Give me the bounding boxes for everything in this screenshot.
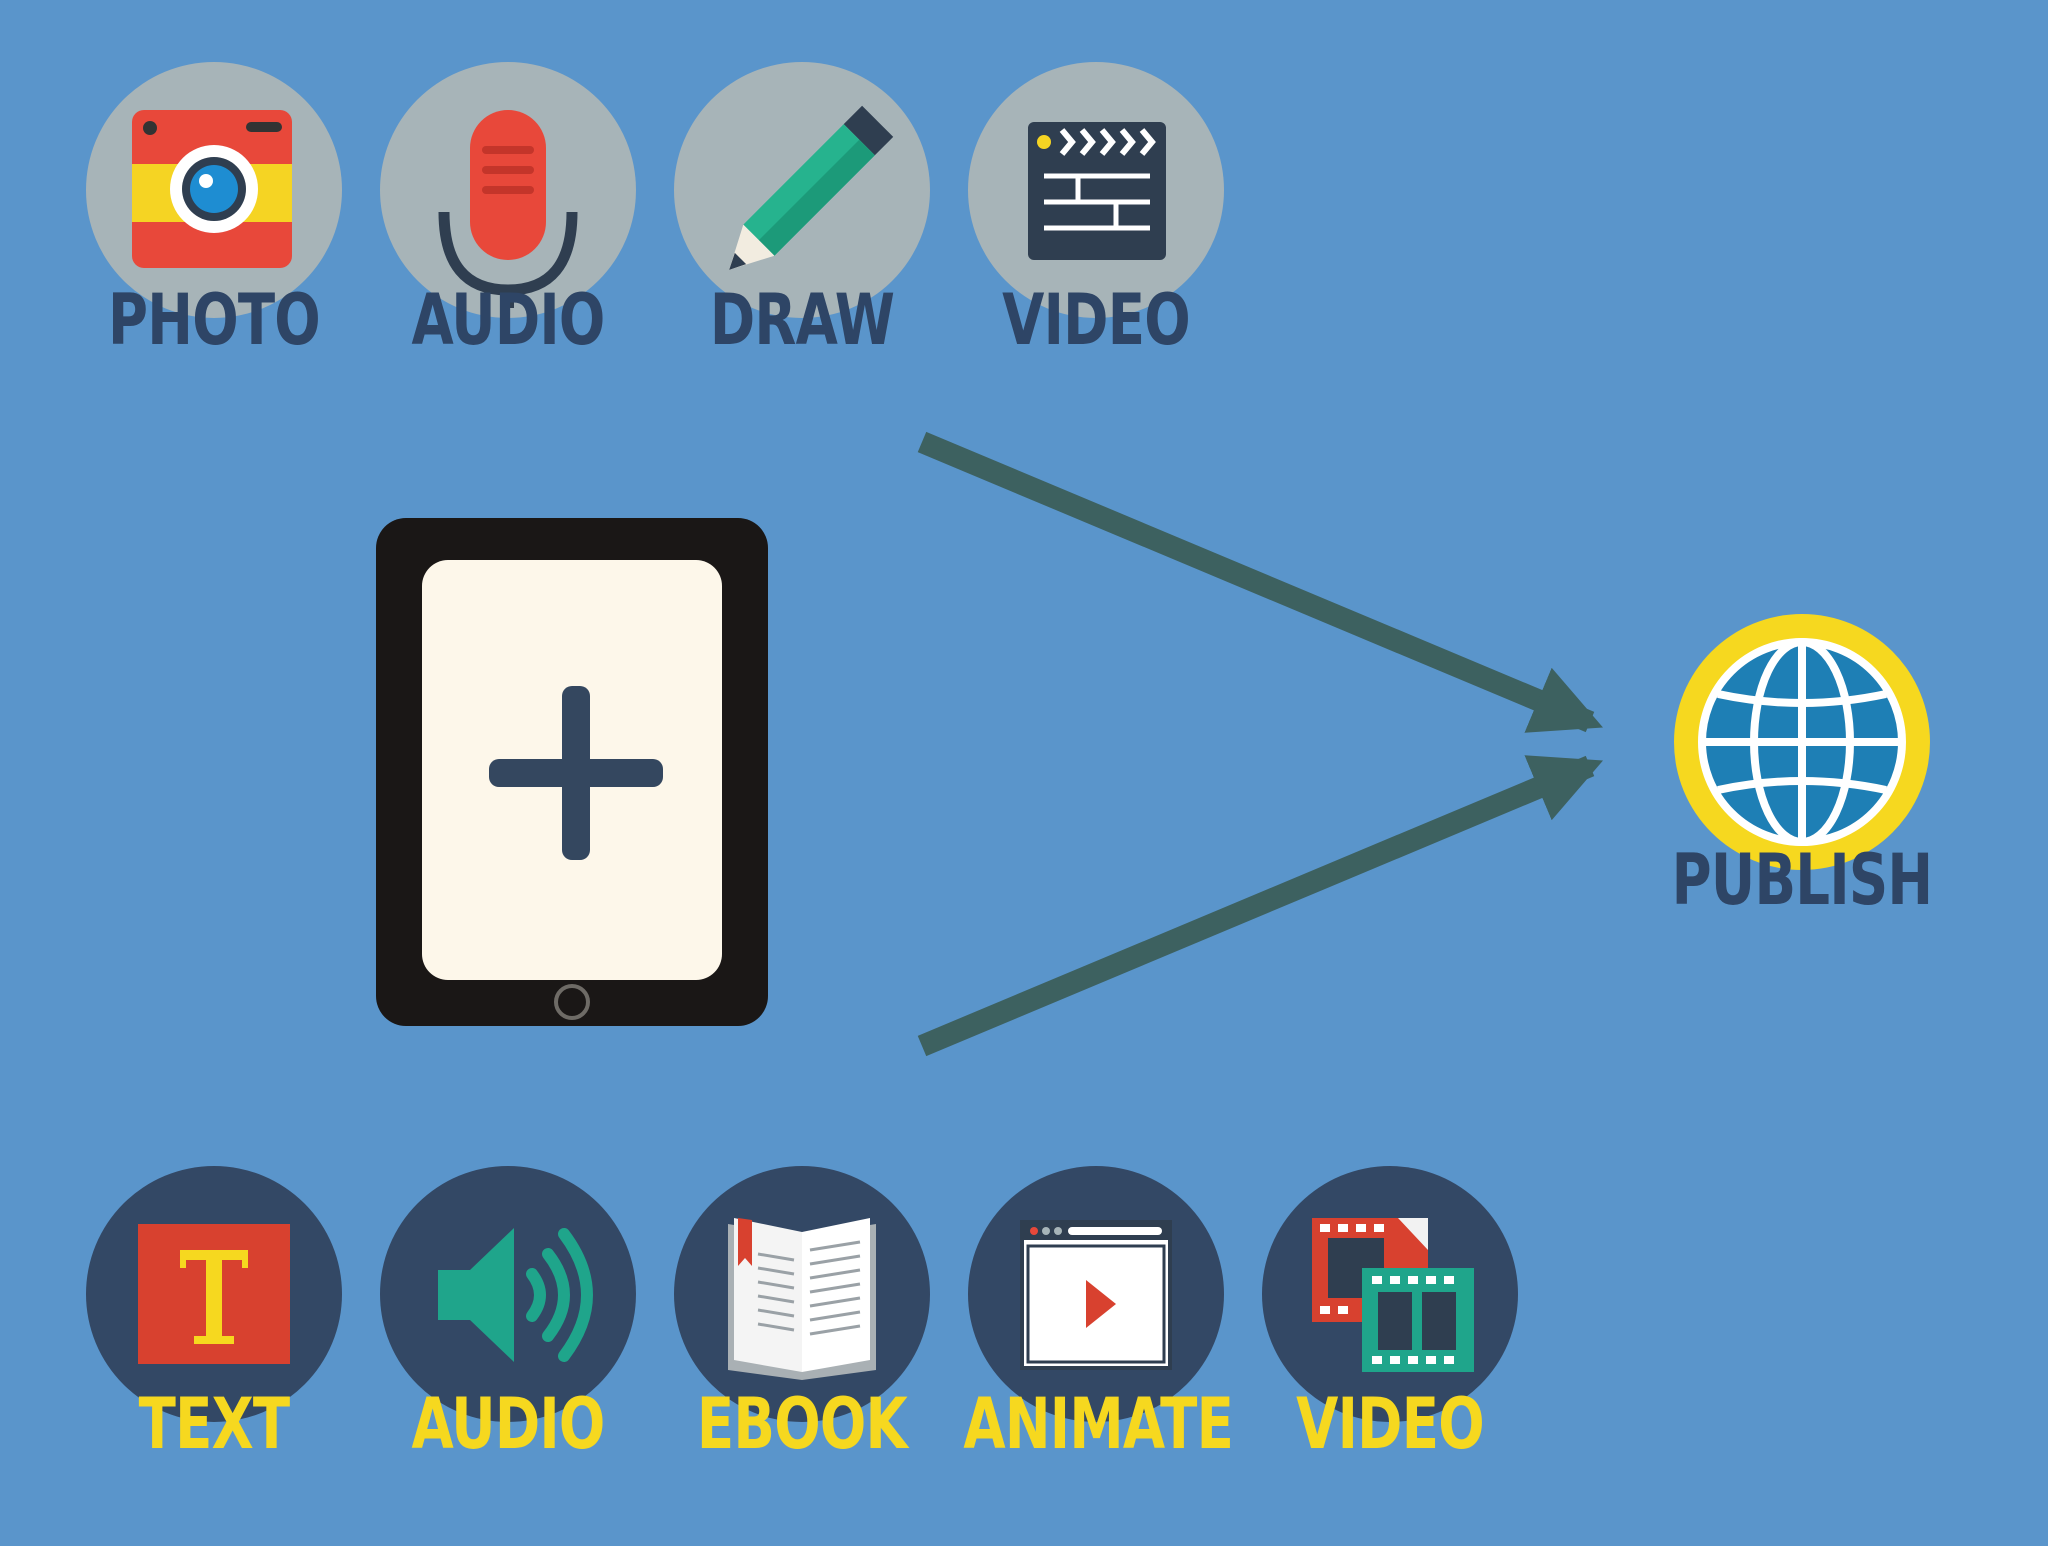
output-audio[interactable]: AUDIO (378, 1166, 638, 1546)
input-audio[interactable]: AUDIO (378, 62, 638, 442)
camera-icon (132, 110, 292, 268)
output-label: ANIMATE (963, 1383, 1234, 1465)
publish-label: PUBLISH (1671, 839, 1933, 921)
input-photo[interactable]: PHOTO (84, 62, 344, 442)
input-draw[interactable]: DRAW (672, 62, 932, 442)
microphone-icon (438, 110, 578, 308)
output-label: AUDIO (411, 1383, 605, 1465)
output-video[interactable]: VIDEO (1260, 1166, 1520, 1546)
input-label: AUDIO (411, 279, 605, 361)
play-window-icon (1020, 1220, 1172, 1370)
input-video[interactable]: VIDEO (966, 62, 1226, 442)
book-icon (728, 1218, 876, 1380)
clapperboard-icon (1028, 122, 1166, 260)
output-label: VIDEO (1296, 1383, 1484, 1465)
input-label: DRAW (709, 279, 895, 361)
pencil-icon (729, 105, 894, 270)
output-ebook[interactable]: EBOOK (672, 1166, 932, 1546)
tablet-add-icon[interactable] (376, 518, 768, 1026)
input-label: PHOTO (108, 279, 321, 361)
arrow-to-publish-lower (917, 755, 1603, 1057)
output-animate[interactable]: ANIMATE (963, 1166, 1234, 1546)
publish-target[interactable]: PUBLISH (1672, 612, 1933, 920)
speaker-icon (438, 1228, 593, 1362)
output-label: TEXT (138, 1383, 291, 1465)
film-icon (1312, 1218, 1474, 1372)
globe-icon (1674, 614, 1930, 870)
output-label: EBOOK (696, 1383, 908, 1465)
text-icon (138, 1224, 290, 1364)
input-label: VIDEO (1002, 279, 1190, 361)
arrow-to-publish-upper (917, 431, 1603, 733)
output-text[interactable]: TEXT (84, 1166, 344, 1546)
